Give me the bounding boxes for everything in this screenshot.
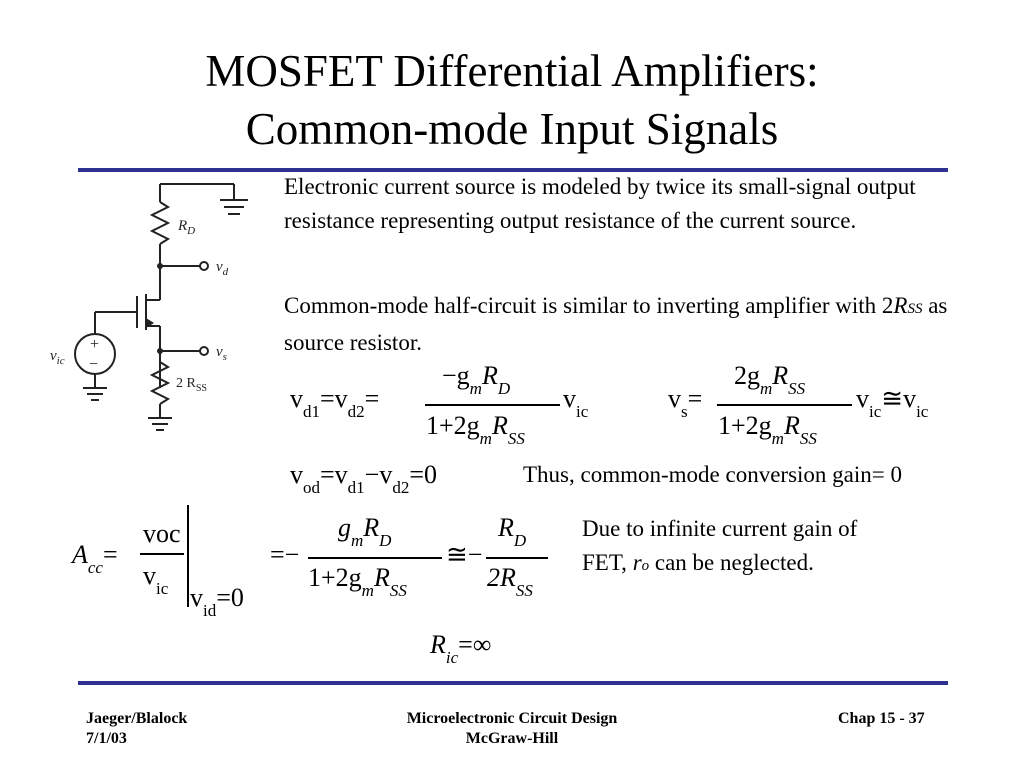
rd-label: R — [177, 218, 187, 234]
vd-label-sub: d — [223, 266, 229, 278]
vs-label: v — [216, 344, 223, 360]
vs-numerator: 2gmRSS — [734, 361, 805, 398]
acc-f3-denominator: 2RSS — [487, 563, 533, 600]
vd-rhs-sub: ic — [576, 402, 589, 421]
vd-denominator: 1+2gmRSS — [426, 411, 525, 448]
approx-sign: ≅ — [881, 384, 904, 413]
vd2-sub: d2 — [347, 402, 365, 421]
vd-num-r: R — [481, 361, 498, 390]
vs-num-m: m — [760, 379, 773, 398]
eq-sign: = — [687, 384, 703, 413]
evaluation-bar — [187, 505, 189, 607]
svg-text:vs: vs — [216, 344, 227, 363]
footer-publisher: McGraw-Hill — [465, 730, 559, 747]
vs-rhs-v2: v — [903, 384, 917, 413]
vs-label-sub: s — [223, 351, 227, 363]
rss-symbol: R — [893, 293, 908, 318]
footer-chapter: Chap 15 - 37 — [838, 710, 925, 727]
footer-book: Microelectronic Circuit Design McGraw-Hi… — [360, 709, 664, 749]
slide-title: MOSFET Differential Amplifiers: Common-m… — [0, 42, 1024, 158]
vs-num-r: R — [772, 361, 789, 390]
current-source-paragraph: Electronic current source is modeled by … — [284, 174, 916, 233]
fet-note: Due to infinite current gain of FET, ro … — [582, 512, 857, 583]
vd-label: v — [216, 259, 223, 275]
acc-f3-fraction-bar — [486, 557, 548, 559]
footer-authors: Jaeger/Blalock 7/1/03 — [86, 709, 187, 749]
svg-text:vd: vd — [216, 259, 229, 278]
acc-f2-numerator: gmRD — [338, 513, 392, 550]
half-circuit-paragraph-prefix: Common-mode half-circuit is similar to i… — [284, 293, 894, 318]
acc-f3-numerator: RD — [498, 513, 527, 550]
vd-rhs: vic — [563, 384, 588, 421]
vd-num-g: −g — [442, 361, 470, 390]
vic-label: v — [50, 348, 57, 364]
vd-equation: vd1=vd2= — [290, 384, 380, 421]
vd-den-m: m — [479, 429, 492, 448]
vs-den-ss: SS — [799, 429, 817, 448]
vod-equation: vod=vd1−vd2=0 — [290, 460, 438, 497]
rd-label-sub: D — [186, 225, 195, 237]
vs-fraction-bar — [717, 404, 852, 406]
vd1-sub: d1 — [303, 402, 320, 421]
acc-eq-minus: =− — [270, 540, 300, 569]
vs-sub: s — [681, 402, 688, 421]
svg-text:vic: vic — [50, 348, 65, 367]
acc-lhs: Acc= — [72, 540, 118, 577]
eq-sign: = — [320, 384, 335, 413]
vd1-symbol: v — [290, 384, 303, 413]
vd2-symbol: v — [334, 384, 348, 413]
source-plus-sign: + — [90, 336, 99, 353]
vs-den-prefix: 1+2g — [718, 411, 772, 440]
vs-rhs-sub1: ic — [869, 402, 882, 421]
rss-label-sub: SS — [196, 383, 207, 394]
fet-note-line2: FET, ro can be neglected. — [582, 550, 814, 575]
footer-book-title: Microelectronic Circuit Design — [406, 710, 618, 727]
vs-num-ss: SS — [788, 379, 806, 398]
acc-f2-fraction-bar — [308, 557, 442, 559]
vs-den-m: m — [771, 429, 784, 448]
rss-symbol-sub: SS — [907, 301, 923, 317]
svg-text:RD: RD — [177, 218, 195, 237]
vs-denominator: 1+2gmRSS — [718, 411, 817, 448]
svg-text:2 RSS: 2 RSS — [176, 376, 207, 394]
fet-note-line1: Due to infinite current gain of — [582, 516, 858, 541]
title-line-2: Common-mode Input Signals — [245, 104, 779, 154]
vs-rhs: vic≅vic — [856, 384, 928, 421]
acc-condition: vid=0 — [190, 583, 244, 620]
vs-symbol: v — [668, 384, 681, 413]
vic-label-sub: ic — [57, 355, 65, 367]
top-divider — [78, 168, 948, 172]
vd-den-prefix: 1+2g — [426, 411, 480, 440]
source-minus-sign: − — [89, 356, 98, 373]
vs-num-g: 2g — [734, 361, 760, 390]
vd-num-m: m — [469, 379, 482, 398]
bottom-divider — [78, 681, 948, 685]
footer-date: 7/1/03 — [86, 730, 127, 747]
conversion-gain-text: Thus, common-mode conversion gain= 0 — [523, 462, 902, 487]
half-circuit-paragraph: Common-mode half-circuit is similar to i… — [284, 289, 1004, 360]
vd-den-r: R — [491, 411, 508, 440]
vd-rhs-v: v — [563, 384, 576, 413]
footer-author-names: Jaeger/Blalock — [86, 710, 188, 727]
half-circuit-schematic: RD vd vs vic 2 RSS + − — [50, 183, 248, 431]
rss-label: 2 R — [176, 376, 197, 391]
eq-sign: = — [364, 384, 380, 413]
vd-numerator: −gmRD — [442, 361, 510, 398]
acc-fraction-bar — [140, 553, 184, 555]
acc-denominator: vic — [143, 561, 169, 598]
half-circuit-paragraph-suffix: as source resistor. — [284, 293, 948, 355]
vs-den-r: R — [783, 411, 800, 440]
ric-equation: Ric=∞ — [430, 630, 492, 667]
vd-num-d: D — [497, 379, 511, 398]
vs-rhs-sub2: ic — [916, 402, 929, 421]
acc-f2-denominator: 1+2gmRSS — [308, 563, 407, 600]
acc-numerator: voc — [143, 519, 181, 548]
title-line-1: MOSFET Differential Amplifiers: — [205, 46, 819, 96]
vd-den-ss: SS — [507, 429, 525, 448]
vd-fraction-bar — [425, 404, 560, 406]
acc-approx: ≅− — [446, 540, 483, 569]
vs-equation: vs= — [668, 384, 703, 421]
vs-rhs-v1: v — [856, 384, 869, 413]
